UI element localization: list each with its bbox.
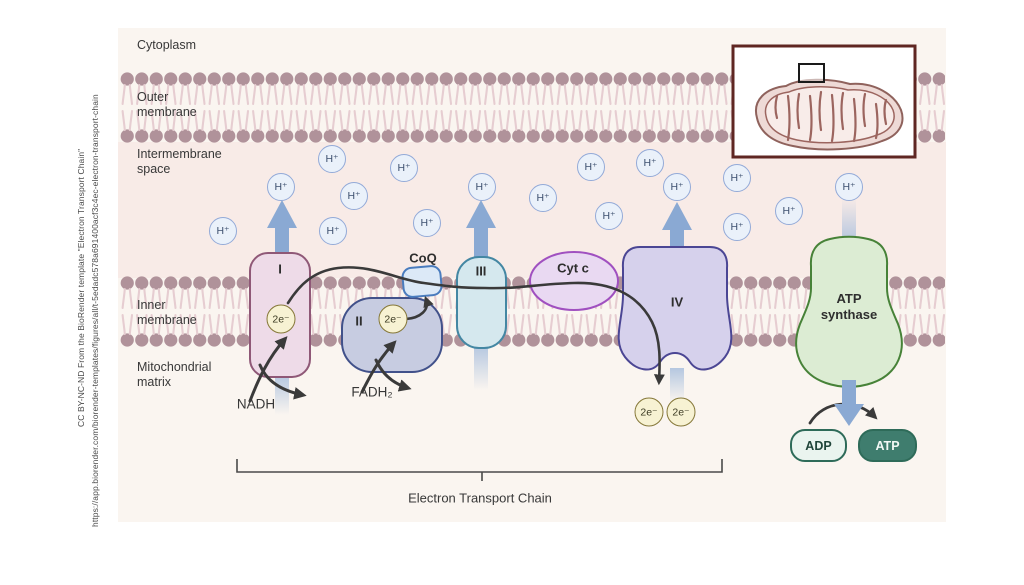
proton-arrow-shaft-complex-i	[275, 226, 289, 258]
proton-channel-rod-atp-synthase	[842, 198, 856, 242]
proton-ion: H⁺	[413, 209, 441, 237]
proton-ion: H⁺	[636, 149, 664, 177]
atp-synthase-arrow-shaft	[842, 380, 856, 406]
etc-bracket-label: Electron Transport Chain	[408, 490, 552, 506]
electron-pair-circle: 2e⁻	[266, 304, 296, 334]
intermembrane-space-label-line1: Intermembrane	[137, 147, 222, 161]
cyt-c-shape	[529, 251, 619, 311]
proton-arrow-head-complex-iii	[466, 200, 496, 228]
electron-pair-circle: 2e⁻	[378, 304, 408, 334]
atp-pill: ATP	[858, 429, 917, 462]
intermembrane-space-label-line2: space	[137, 162, 171, 176]
proton-arrow-head-complex-i	[267, 200, 297, 228]
mitochondrion-inset	[731, 44, 917, 159]
fadh2-label: FADH₂	[351, 384, 393, 400]
proton-ion: H⁺	[723, 164, 751, 192]
outer-membrane-label-line1: Outer	[137, 90, 169, 104]
proton-ion: H⁺	[390, 154, 418, 182]
mitochondrial-matrix-label-line2: matrix	[137, 375, 172, 389]
cyt-c-label: Cyt c	[557, 260, 589, 276]
atp-label: ATP	[875, 438, 900, 453]
electron-pair-circle: 2e⁻	[666, 397, 696, 427]
complex-i-label: I	[278, 261, 282, 277]
proton-ion: H⁺	[529, 184, 557, 212]
nadh-label: NADH	[236, 396, 276, 412]
electron-path-main	[286, 266, 665, 386]
adp-pill: ADP	[790, 429, 847, 462]
fadh2-byproduct-arrow	[374, 358, 412, 392]
proton-ion: H⁺	[209, 217, 237, 245]
etc-bracket	[236, 459, 723, 481]
fadh2-input-arrow	[360, 340, 397, 394]
complex-iii-shape	[456, 256, 507, 349]
coq-label: CoQ	[409, 250, 437, 266]
proton-channel-rod-complex-iv	[670, 368, 684, 402]
proton-ion: H⁺	[267, 173, 295, 201]
proton-ion: H⁺	[340, 182, 368, 210]
proton-ion: H⁺	[775, 197, 803, 225]
atp-synthase-arrow-head	[834, 404, 864, 426]
electron-path-complex-ii-to-coq	[404, 295, 434, 321]
intermembrane-space-background	[118, 142, 946, 278]
proton-arrow-head-complex-iv	[662, 202, 692, 230]
proton-ion: H⁺	[595, 202, 623, 230]
outer-membrane-label-line2: membrane	[137, 105, 197, 119]
inner-membrane-label-line2: membrane	[137, 313, 197, 327]
proton-ion: H⁺	[723, 213, 751, 241]
proton-channel-rod-complex-i	[275, 375, 289, 415]
complex-ii-label: II	[355, 313, 363, 329]
proton-ion: H⁺	[577, 153, 605, 181]
mitochondrion-cristae	[774, 90, 888, 143]
proton-ion: H⁺	[468, 173, 496, 201]
proton-arrow-shaft-complex-iii	[474, 226, 488, 260]
nadh-byproduct-arrow	[258, 363, 307, 400]
proton-pump-arrows	[267, 200, 692, 260]
inset-zoom-region-box	[798, 63, 825, 83]
nadh-input-arrow	[248, 336, 288, 403]
atp-synthase-proton-flow-arrow	[834, 380, 864, 426]
mitochondrial-matrix-label-line1: Mitochondrial	[137, 360, 212, 374]
atp-synthase-label-line1: ATP	[836, 291, 862, 306]
complex-iv-shape	[617, 246, 733, 371]
complex-iii-label: III	[475, 263, 487, 279]
cytoplasm-label: Cytoplasm	[137, 38, 197, 52]
adp-label: ADP	[805, 438, 832, 453]
proton-ion: H⁺	[663, 173, 691, 201]
electron-pair-circle: 2e⁻	[634, 397, 664, 427]
proton-ion: H⁺	[319, 217, 347, 245]
atp-synthase-label-line2: synthase	[820, 307, 878, 322]
proton-ion: H⁺	[835, 173, 863, 201]
atp-synthase-shape	[795, 235, 903, 388]
mitochondrion-matrix	[764, 86, 895, 144]
proton-channel-rod-complex-iii	[474, 346, 488, 390]
complex-iv-label: IV	[670, 294, 684, 310]
inner-membrane-label-line1: Inner	[137, 298, 166, 312]
proton-ion: H⁺	[318, 145, 346, 173]
